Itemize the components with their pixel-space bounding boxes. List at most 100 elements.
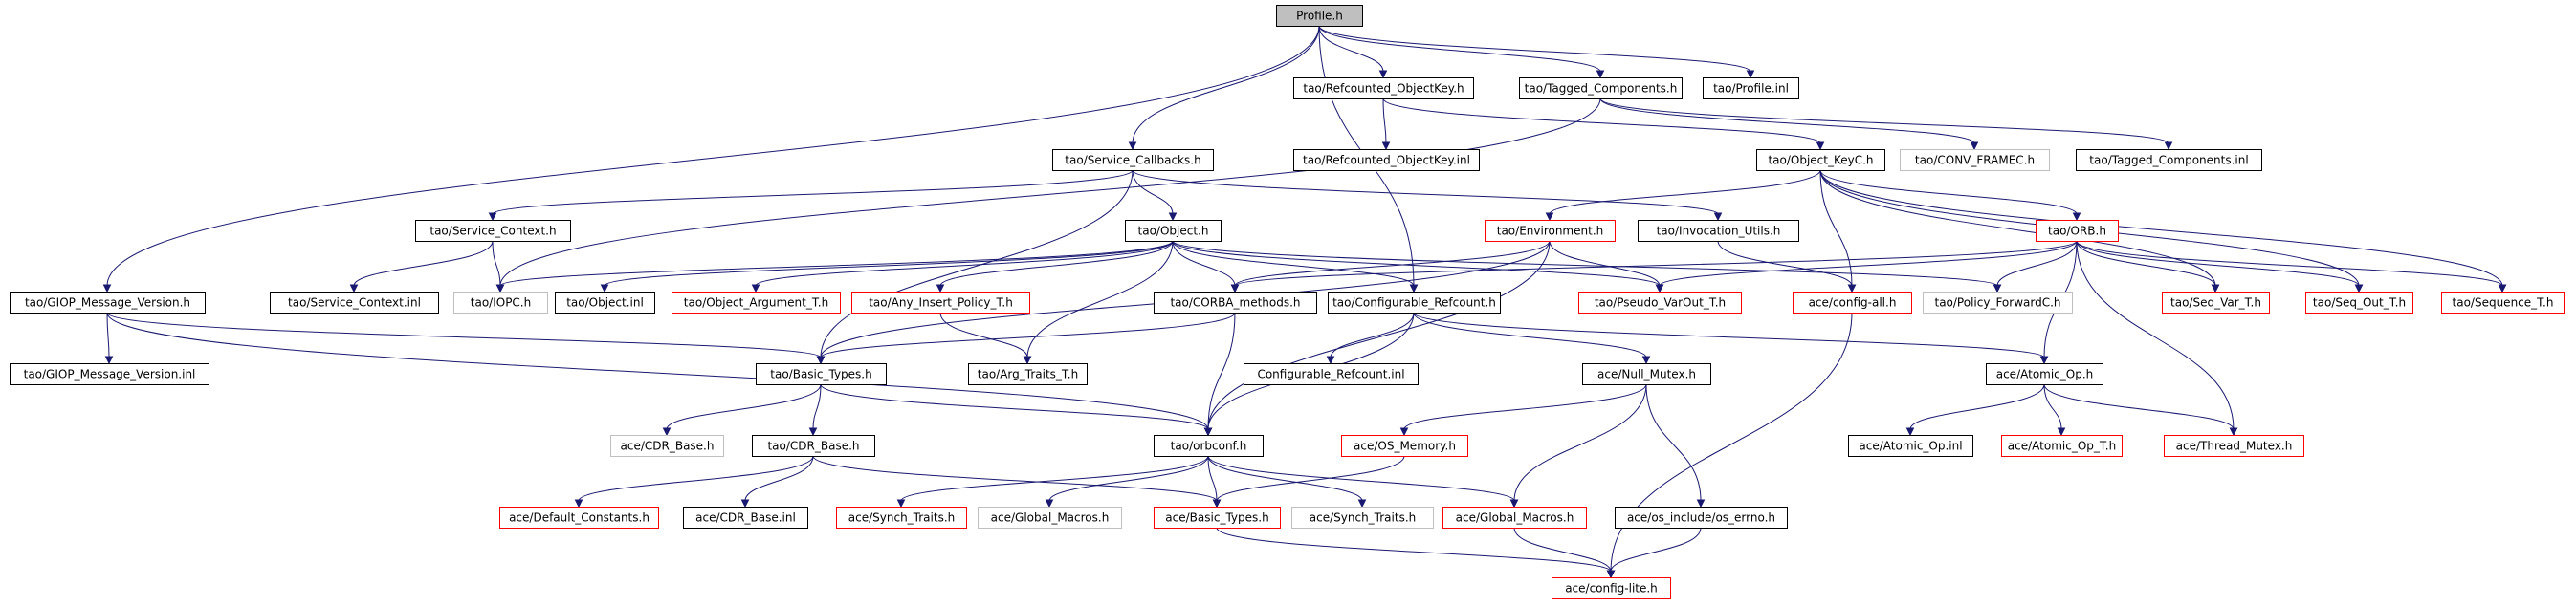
node-atomic_op_inl[interactable]: ace/Atomic_Op.inl <box>1848 435 1973 457</box>
node-box <box>1519 77 1683 99</box>
node-orbconf_h[interactable]: tao/orbconf.h <box>1154 435 1264 457</box>
node-box <box>499 507 659 529</box>
node-atomic_op_h[interactable]: ace/Atomic_Op.h <box>1986 363 2103 385</box>
node-configurable_refcount_inl[interactable]: Configurable_Refcount.inl <box>1244 363 1419 385</box>
edge-line <box>1599 98 2169 144</box>
node-pseudo_varout_t_h[interactable]: tao/Pseudo_VarOut_T.h <box>1578 292 1742 314</box>
node-box <box>10 363 209 385</box>
edge-arrowhead <box>936 284 945 293</box>
node-box <box>2076 149 2262 171</box>
edge-line <box>812 383 822 430</box>
node-object_argument_t_h[interactable]: tao/Object_Argument_T.h <box>672 292 841 314</box>
node-service_callbacks_h[interactable]: tao/Service_Callbacks.h <box>1052 149 1214 171</box>
node-box <box>2036 220 2119 242</box>
node-basic_types_h_ace[interactable]: ace/Basic_Types.h <box>1154 507 1281 529</box>
node-label: tao/Any_Insert_Policy_T.h <box>869 296 1013 310</box>
node-object_inl[interactable]: tao/Object.inl <box>555 292 655 314</box>
edge-refcounted_objectkey_h-to-refcounted_objectkey_inl <box>1381 98 1391 151</box>
node-basic_types_h[interactable]: tao/Basic_Types.h <box>756 363 887 385</box>
node-corba_methods_h[interactable]: tao/CORBA_methods.h <box>1154 292 1317 314</box>
edge-line <box>1659 240 2078 287</box>
node-label: tao/Tagged_Components.h <box>1525 82 1678 96</box>
node-label: tao/Seq_Var_T.h <box>2170 296 2261 310</box>
edge-arrowhead <box>1212 499 1222 509</box>
node-orb_h[interactable]: tao/ORB.h <box>2036 220 2119 242</box>
edge-orb_h-to-pseudo_varout_t_h <box>1655 240 2078 293</box>
node-seq_var_t_h[interactable]: tao/Seq_Var_T.h <box>2162 292 2270 314</box>
node-global_macros_h_gray: ace/Global_Macros.h <box>978 507 1122 529</box>
edge-object_h-to-pseudo_varout_t_h <box>1172 240 1664 293</box>
edge-os_errno_h-to-config_lite_h <box>1606 527 1702 579</box>
node-label: ace/config-lite.h <box>1565 582 1658 596</box>
node-tagged_components_h[interactable]: tao/Tagged_Components.h <box>1519 77 1683 99</box>
edge-arrowhead <box>2072 212 2081 222</box>
node-config_all_h[interactable]: ace/config-all.h <box>1793 292 1912 314</box>
node-global_macros_h_red[interactable]: ace/Global_Macros.h <box>1442 507 1587 529</box>
node-config_lite_h[interactable]: ace/config-lite.h <box>1552 577 1671 599</box>
node-label: ace/Atomic_Op_T.h <box>2008 440 2116 453</box>
node-label: tao/Profile.inl <box>1713 82 1789 96</box>
node-configurable_refcount_h[interactable]: tao/Configurable_Refcount.h <box>1328 292 1501 314</box>
node-seq_out_t_h[interactable]: tao/Seq_Out_T.h <box>2305 292 2413 314</box>
edge-orbconf_h-to-global_macros_h_gray <box>1045 455 1209 509</box>
node-null_mutex_h[interactable]: ace/Null_Mutex.h <box>1582 363 1711 385</box>
edge-null_mutex_h-to-os_errno_h <box>1645 383 1706 509</box>
edge-service_context_h-to-service_context_inl <box>349 240 494 293</box>
edge-line <box>106 312 822 358</box>
node-box <box>1578 292 1742 314</box>
edge-line <box>900 455 1209 502</box>
edge-line <box>820 169 1134 358</box>
edge-arrowhead <box>1230 284 1240 293</box>
edge-line <box>1413 312 1647 358</box>
node-invocation_utils_h[interactable]: tao/Invocation_Utils.h <box>1638 220 1799 242</box>
edge-orb_h-to-corba_methods_h <box>1230 240 2078 293</box>
node-box <box>1615 507 1788 529</box>
edge-line <box>1216 455 1405 502</box>
node-service_context_inl[interactable]: tao/Service_Context.inl <box>270 292 439 314</box>
node-object_keyc_h[interactable]: tao/Object_KeyC.h <box>1756 149 1885 171</box>
node-object_h[interactable]: tao/Object.h <box>1125 220 1222 242</box>
node-profile_inl[interactable]: tao/Profile.inl <box>1703 77 1799 99</box>
edge-arrowhead <box>2211 284 2220 293</box>
node-default_constants_h[interactable]: ace/Default_Constants.h <box>499 507 659 529</box>
edge-line <box>1549 169 1821 215</box>
edge-arrowhead <box>1023 356 1032 365</box>
node-label: Profile.h <box>1296 10 1343 23</box>
node-label: tao/Refcounted_ObjectKey.inl <box>1303 154 1470 167</box>
node-label: ace/Atomic_Op.inl <box>1859 440 1962 453</box>
node-cdr_base_inl[interactable]: ace/CDR_Base.inl <box>683 507 808 529</box>
edge-corba_methods_h-to-orbconf_h <box>1203 312 1236 437</box>
node-tao_cdr_base_h[interactable]: tao/CDR_Base.h <box>752 435 875 457</box>
node-profile_h[interactable]: Profile.h <box>1276 5 1363 27</box>
edge-profile_h-to-giop_message_version_h <box>102 25 1320 293</box>
node-os_memory_h[interactable]: ace/OS_Memory.h <box>1341 435 1468 457</box>
node-thread_mutex_h[interactable]: ace/Thread_Mutex.h <box>2164 435 2304 457</box>
node-box <box>1756 149 1885 171</box>
node-sequence_t_h[interactable]: tao/Sequence_T.h <box>2441 292 2565 314</box>
edge-arrowhead <box>1696 499 1706 509</box>
edge-global_macros_h_red-to-config_lite_h <box>1513 527 1616 579</box>
node-giop_message_version_h[interactable]: tao/GIOP_Message_Version.h <box>10 292 206 314</box>
edge-line <box>1132 25 1320 144</box>
node-refcounted_objectkey_inl[interactable]: tao/Refcounted_ObjectKey.inl <box>1293 149 1480 171</box>
node-any_insert_policy_t_h[interactable]: tao/Any_Insert_Policy_T.h <box>851 292 1030 314</box>
node-tagged_components_inl[interactable]: tao/Tagged_Components.inl <box>2076 149 2262 171</box>
edge-object_h-to-object_argument_t_h <box>751 240 1174 293</box>
node-service_context_h[interactable]: tao/Service_Context.h <box>415 220 571 242</box>
node-synch_traits_h_red[interactable]: ace/Synch_Traits.h <box>836 507 967 529</box>
node-arg_traits_t_h[interactable]: tao/Arg_Traits_T.h <box>968 363 1088 385</box>
node-environment_h[interactable]: tao/Environment.h <box>1485 220 1616 242</box>
node-atomic_op_t_h[interactable]: ace/Atomic_Op_T.h <box>2001 435 2123 457</box>
node-refcounted_objectkey_h[interactable]: tao/Refcounted_ObjectKey.h <box>1293 77 1474 99</box>
node-box <box>2441 292 2565 314</box>
node-box <box>1552 577 1671 599</box>
edge-service_callbacks_h-to-service_context_h <box>488 169 1134 222</box>
edge-arrowhead <box>1409 284 1419 293</box>
edge-arrowhead <box>1847 284 1857 293</box>
node-label: tao/Seq_Out_T.h <box>2313 296 2406 310</box>
node-os_errno_h[interactable]: ace/os_include/os_errno.h <box>1615 507 1788 529</box>
edge-line <box>1172 240 1998 287</box>
node-giop_message_version_inl[interactable]: tao/GIOP_Message_Version.inl <box>10 363 209 385</box>
edge-line <box>755 240 1174 287</box>
edge-giop_message_version_h-to-basic_types_h <box>106 312 826 365</box>
